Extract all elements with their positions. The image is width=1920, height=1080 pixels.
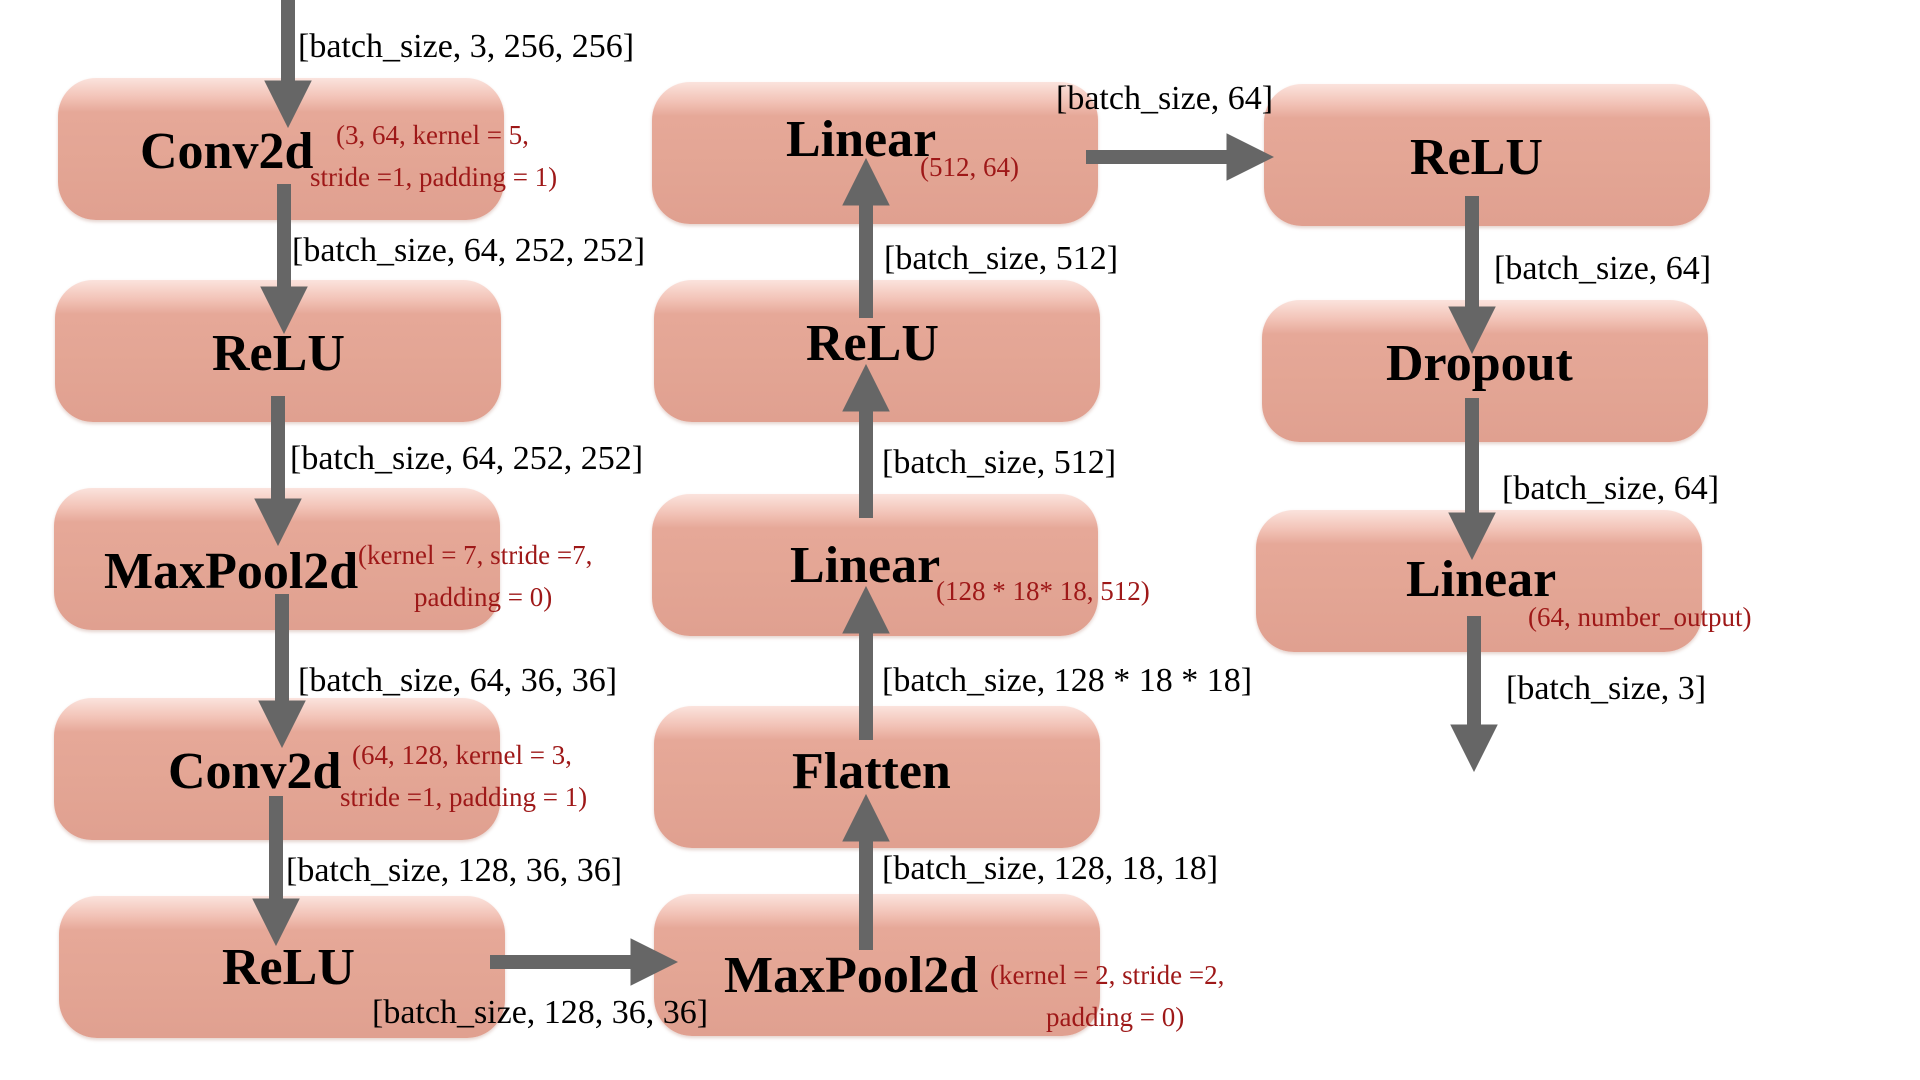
shape-after-maxpool2d-2: [batch_size, 128, 18, 18] — [882, 850, 1219, 887]
flatten-name: Flatten — [792, 743, 951, 800]
linear-3-name: Linear — [1406, 551, 1557, 608]
shape-after-linear-2: [batch_size, 64] — [1056, 80, 1274, 117]
shape-after-conv2d-2: [batch_size, 128, 36, 36] — [286, 852, 623, 889]
linear-3-params: (64, number_output) — [1528, 602, 1752, 632]
linear-2-name: Linear — [786, 111, 937, 168]
conv2d-1-params-line1: (3, 64, kernel = 5, — [336, 120, 529, 150]
conv2d-2-params-line2: stride =1, padding = 1) — [340, 782, 588, 812]
conv2d-2-name: Conv2d — [168, 743, 342, 800]
conv2d-1-params-line2: stride =1, padding = 1) — [310, 162, 558, 192]
shape-after-maxpool2d-1: [batch_size, 64, 36, 36] — [298, 662, 618, 699]
relu-2-name: ReLU — [222, 939, 355, 996]
maxpool2d-2-params-line1: (kernel = 2, stride =2, — [990, 960, 1225, 990]
shape-after-relu-4: [batch_size, 64] — [1494, 250, 1712, 287]
shape-input: [batch_size, 3, 256, 256] — [298, 28, 635, 65]
maxpool2d-node-2 — [654, 894, 1100, 1036]
relu-1-name: ReLU — [212, 325, 345, 382]
dropout-name: Dropout — [1386, 335, 1573, 392]
relu-3-name: ReLU — [806, 315, 939, 372]
shape-after-linear-1: [batch_size, 512] — [882, 444, 1117, 481]
shape-after-relu-3: [batch_size, 512] — [884, 240, 1119, 277]
maxpool2d-2-params-line2: padding = 0) — [1046, 1002, 1185, 1032]
shape-after-dropout: [batch_size, 64] — [1502, 470, 1720, 507]
maxpool2d-1-params-line1: (kernel = 7, stride =7, — [358, 540, 593, 570]
linear-1-name: Linear — [790, 537, 941, 594]
maxpool2d-1-params-line2: padding = 0) — [414, 582, 553, 612]
linear-2-params: (512, 64) — [920, 152, 1019, 182]
shape-after-relu-1: [batch_size, 64, 252, 252] — [290, 440, 644, 477]
linear-1-params: (128 * 18* 18, 512) — [936, 576, 1150, 606]
conv2d-1-name: Conv2d — [140, 123, 314, 180]
shape-after-flatten: [batch_size, 128 * 18 * 18] — [882, 662, 1253, 699]
conv2d-2-params-line1: (64, 128, kernel = 3, — [352, 740, 572, 770]
relu-node-4 — [1264, 84, 1710, 226]
shape-output: [batch_size, 3] — [1506, 670, 1707, 707]
relu-4-name: ReLU — [1410, 129, 1543, 186]
maxpool2d-2-name: MaxPool2d — [724, 947, 979, 1004]
maxpool2d-1-name: MaxPool2d — [104, 543, 359, 600]
shape-after-conv2d-1: [batch_size, 64, 252, 252] — [292, 232, 646, 269]
shape-after-relu-2: [batch_size, 128, 36, 36] — [372, 994, 709, 1031]
